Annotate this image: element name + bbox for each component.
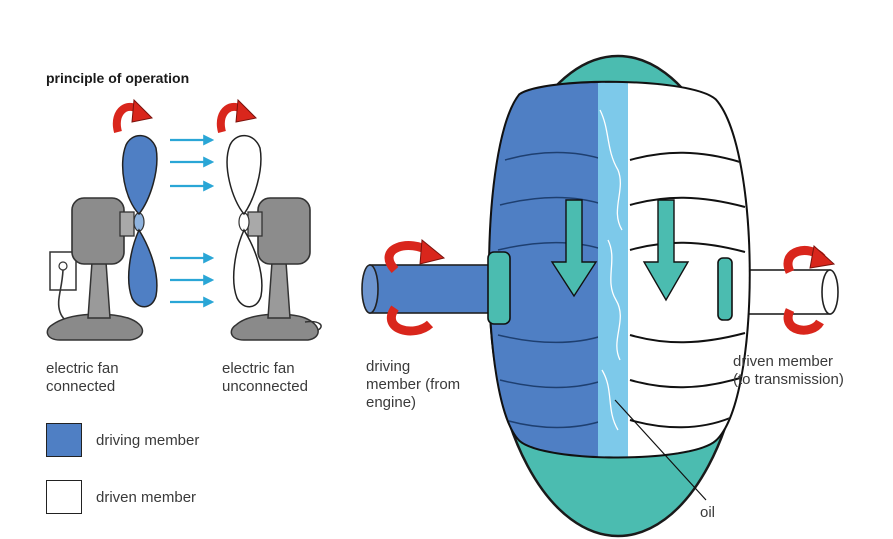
oil-region: [598, 82, 628, 457]
input-shaft: [361, 239, 506, 336]
legend-label-driving: driving member: [96, 432, 200, 449]
driven-member-label: driven member (to transmission): [733, 353, 844, 388]
fan-connected-label: electric fan connected: [46, 360, 119, 395]
flow-arrow-icon: [642, 199, 690, 302]
diagram-title: principle of operation: [46, 70, 190, 86]
fan-unconnected-label: electric fan unconnected: [222, 360, 308, 395]
rotation-arrow-icon: [419, 239, 446, 265]
oil-leader-line: [614, 399, 707, 501]
legend-swatch-driven: [46, 480, 82, 514]
input-hub: [487, 251, 511, 325]
fan-connected: [46, 98, 158, 341]
legend-swatch-driving: [46, 423, 82, 457]
flow-arrow-icon: [550, 199, 598, 298]
fan-blade-top: [226, 134, 262, 216]
rotation-arrow-icon: [235, 98, 258, 123]
fan-motor: [71, 197, 125, 265]
rotation-arrow-icon: [131, 98, 154, 123]
output-hub: [717, 257, 733, 321]
air-flow-arrows: [170, 134, 215, 308]
fan-blade-bottom: [232, 228, 263, 308]
fan-base: [46, 313, 144, 341]
legend-label-driven: driven member: [96, 489, 197, 506]
fan-motor: [257, 197, 311, 265]
fan-blade-bottom: [127, 228, 158, 308]
driven-member-turbine: [628, 82, 749, 457]
fan-blade-top: [121, 134, 158, 216]
rotation-arrow-icon: [809, 245, 836, 269]
fan-unconnected: [216, 98, 322, 341]
driving-member-label: driving member (from engine): [366, 358, 461, 411]
oil-label: oil: [700, 504, 716, 521]
